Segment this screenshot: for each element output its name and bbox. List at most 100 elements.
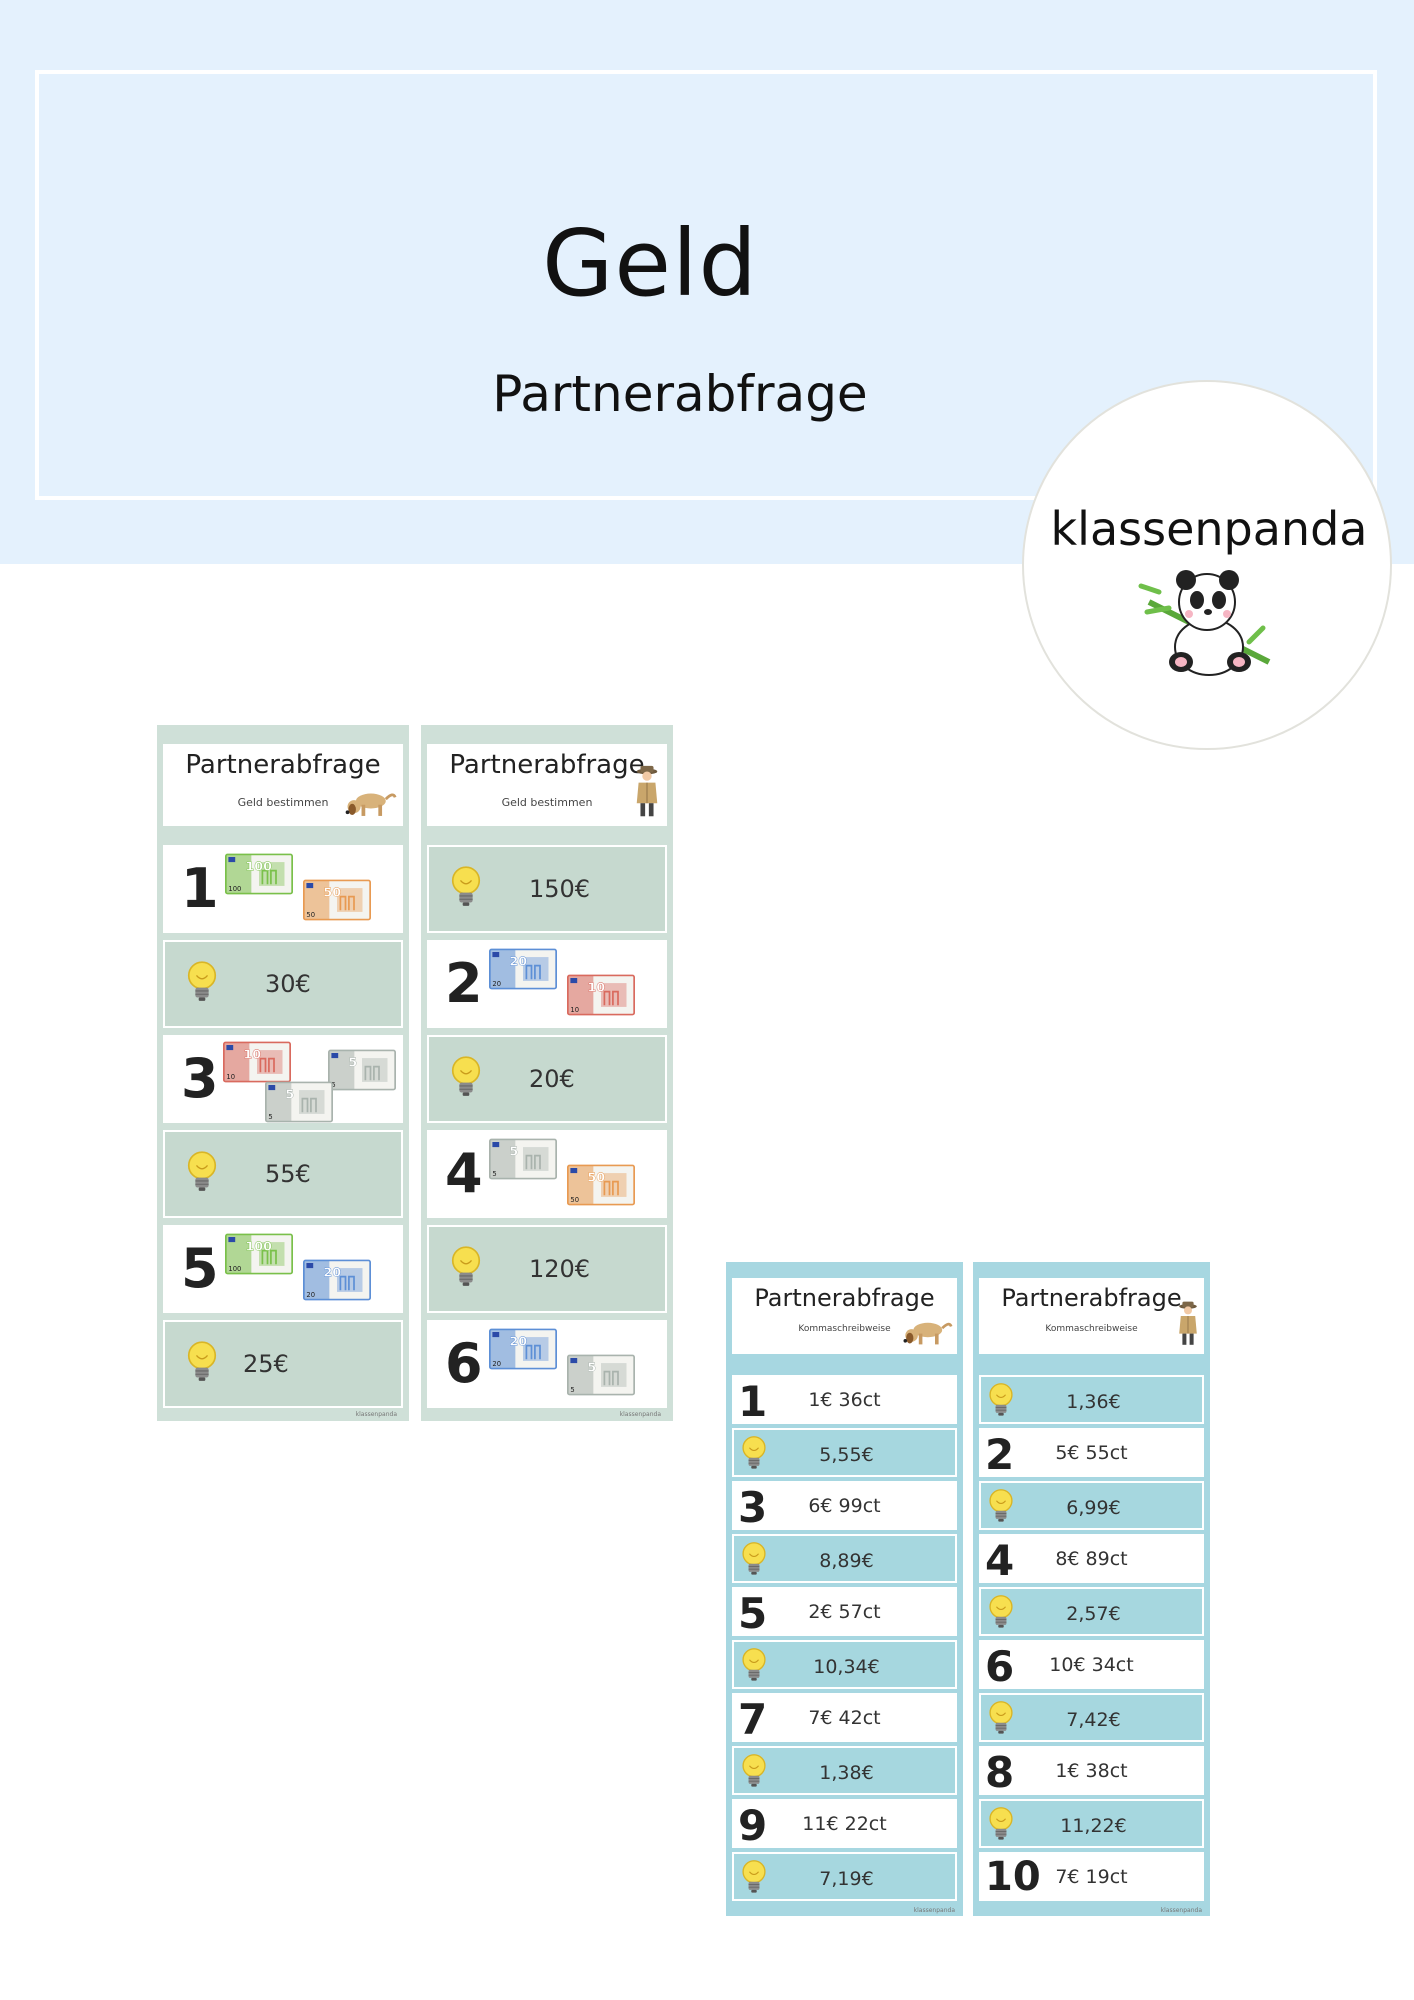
svg-text:20: 20	[323, 1266, 341, 1281]
question-amount: 11€ 22ct	[802, 1813, 887, 1835]
answer-row: 2,57€	[979, 1587, 1204, 1636]
answer-row: 1,36€	[979, 1375, 1204, 1424]
euro-banknote-10: 101010	[567, 974, 635, 1020]
svg-text:50: 50	[306, 911, 315, 919]
lightbulb-icon	[987, 1594, 1015, 1634]
answer-value: 8,89€	[819, 1550, 874, 1572]
question-number: 4	[985, 1536, 1015, 1585]
lightbulb-icon	[740, 1859, 768, 1899]
euro-banknote-5: 555	[265, 1081, 333, 1127]
svg-text:5: 5	[331, 1081, 335, 1089]
sheet-footer: klassenpanda	[355, 1411, 397, 1418]
answer-row: 10,34€	[732, 1640, 957, 1689]
brand-name: klassenpanda	[1050, 502, 1368, 556]
answer-value: 10,34€	[813, 1656, 880, 1678]
question-amount: 10€ 34ct	[1049, 1654, 1134, 1676]
question-number: 2	[985, 1430, 1015, 1479]
svg-text:20: 20	[492, 1360, 501, 1368]
question-number: 3	[738, 1483, 768, 1532]
question-amount: 1€ 36ct	[808, 1389, 881, 1411]
sheet-title: Partnerabfrage	[754, 1284, 935, 1312]
question-card: 5100100100202020	[163, 1225, 403, 1313]
question-row: 4 8€ 89ct	[979, 1534, 1204, 1585]
svg-text:5: 5	[492, 1170, 496, 1178]
lightbulb-icon	[987, 1488, 1015, 1528]
svg-text:100: 100	[245, 1240, 272, 1255]
question-card: 2202020101010	[427, 940, 667, 1028]
lightbulb-icon	[185, 960, 219, 1008]
sheet-subtitle: Kommaschreibweise	[798, 1324, 891, 1334]
brand-logo: klassenpanda	[1022, 380, 1392, 750]
sheet-footer: klassenpanda	[619, 1411, 661, 1418]
hero-frame	[35, 70, 1377, 500]
svg-text:10: 10	[570, 1006, 579, 1014]
sheet-title: Partnerabfrage	[449, 750, 645, 780]
sheet-footer: klassenpanda	[1160, 1907, 1202, 1914]
question-number: 1	[181, 857, 219, 920]
svg-text:5: 5	[285, 1088, 294, 1103]
sheet-subtitle: Kommaschreibweise	[1045, 1324, 1138, 1334]
answer-card: 150€	[427, 845, 667, 933]
answer-row: 5,55€	[732, 1428, 957, 1477]
page-title: Geld	[542, 210, 758, 317]
question-amount: 8€ 89ct	[1055, 1548, 1128, 1570]
sheet-title: Partnerabfrage	[1001, 1284, 1182, 1312]
euro-banknote-20: 202020	[303, 1259, 371, 1305]
question-number: 7	[738, 1695, 768, 1744]
question-row: 7 7€ 42ct	[732, 1693, 957, 1744]
euro-banknote-50: 505050	[303, 879, 371, 925]
sheet-subtitle: Geld bestimmen	[237, 796, 329, 809]
euro-banknote-20: 202020	[489, 1328, 557, 1374]
question-card: 1100100100505050	[163, 845, 403, 933]
svg-text:5: 5	[348, 1056, 357, 1071]
hero-banner: Geld Partnerabfrage	[0, 0, 1414, 564]
answer-row: 8,89€	[732, 1534, 957, 1583]
lightbulb-icon	[185, 1150, 219, 1198]
question-amount: 7€ 42ct	[808, 1707, 881, 1729]
answer-value: 20€	[529, 1065, 575, 1093]
answer-row: 11,22€	[979, 1799, 1204, 1848]
answer-value: 150€	[529, 875, 591, 903]
lightbulb-icon	[987, 1806, 1015, 1846]
question-number: 4	[445, 1142, 483, 1205]
svg-text:20: 20	[509, 955, 527, 970]
page-subtitle: Partnerabfrage	[492, 365, 868, 423]
lightbulb-icon	[449, 1245, 483, 1293]
answer-value: 7,19€	[819, 1868, 874, 1890]
svg-text:10: 10	[587, 981, 605, 996]
answer-value: 11,22€	[1060, 1815, 1127, 1837]
lightbulb-icon	[987, 1382, 1015, 1422]
answer-value: 1,38€	[819, 1762, 874, 1784]
answer-card: 25€	[163, 1320, 403, 1408]
svg-text:5: 5	[587, 1361, 596, 1376]
question-number: 8	[985, 1748, 1015, 1797]
lightbulb-icon	[740, 1753, 768, 1793]
svg-text:100: 100	[245, 860, 272, 875]
question-amount: 6€ 99ct	[808, 1495, 881, 1517]
dog-icon	[341, 782, 397, 824]
svg-text:50: 50	[323, 886, 341, 901]
svg-text:10: 10	[226, 1073, 235, 1081]
svg-text:100: 100	[228, 885, 241, 893]
answer-card: 30€	[163, 940, 403, 1028]
sheet-title: Partnerabfrage	[185, 750, 381, 780]
detective-icon	[633, 764, 661, 824]
question-number: 1	[738, 1377, 768, 1426]
answer-row: 1,38€	[732, 1746, 957, 1795]
question-number: 5	[738, 1589, 768, 1638]
answer-value: 5,55€	[819, 1444, 874, 1466]
answer-row: 7,19€	[732, 1852, 957, 1901]
answer-value: 1,36€	[1066, 1391, 1121, 1413]
answer-row: 6,99€	[979, 1481, 1204, 1530]
